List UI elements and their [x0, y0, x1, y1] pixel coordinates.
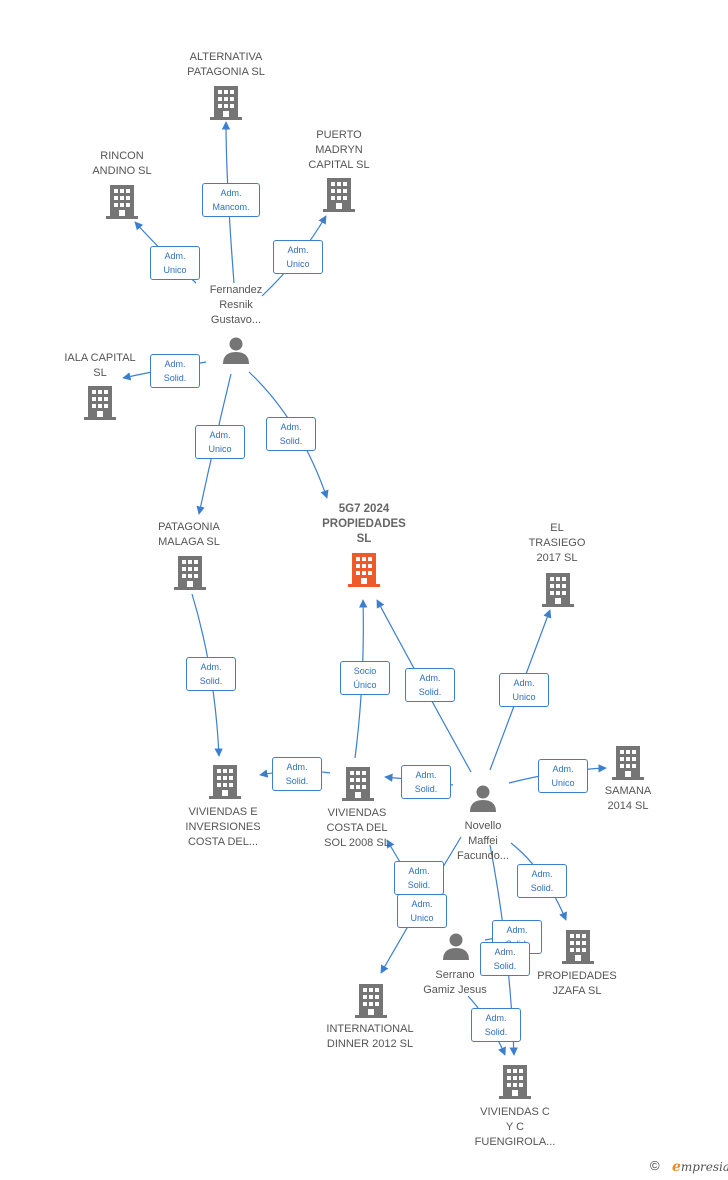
node-label-viv_cyc[interactable]: VIVIENDAS C Y C FUENGIROLA...: [474, 1106, 556, 1148]
person-icon-novello[interactable]: [470, 785, 496, 813]
building-icon-jzafa[interactable]: [562, 930, 594, 964]
node-label-viv_inversiones[interactable]: VIVIENDAS E INVERSIONES COSTA DEL...: [185, 806, 261, 848]
building-icon-alternativa[interactable]: [210, 86, 242, 120]
edge-label-novello-to-trasiego[interactable]: Adm. Unico: [499, 673, 549, 707]
edge-label-serrano-to-viv_costa[interactable]: Adm. Solid.: [394, 861, 444, 895]
brand-logo-initial: e: [672, 1159, 681, 1175]
building-icon-viv_inversiones[interactable]: [209, 765, 241, 799]
person-icon-fernandez[interactable]: [223, 337, 249, 365]
edge-label-novello-to-samana[interactable]: Adm. Unico: [538, 759, 588, 793]
edge-label-fernandez-to-iala[interactable]: Adm. Solid.: [150, 354, 200, 388]
edge-label-patagonia_malaga-to-viv_inversiones[interactable]: Adm. Solid.: [186, 657, 236, 691]
building-icon-patagonia_malaga[interactable]: [174, 556, 206, 590]
building-icon-viv_costa[interactable]: [342, 767, 374, 801]
brand-logo: empresia: [672, 1159, 728, 1175]
edge-label-novello-to-viv_costa[interactable]: Adm. Solid.: [401, 765, 451, 799]
node-label-samana[interactable]: SAMANA 2014 SL: [604, 785, 652, 812]
edge-label-fernandez-to-patagonia_malaga[interactable]: Adm. Unico: [195, 425, 245, 459]
node-label-viv_costa[interactable]: VIVIENDAS COSTA DEL SOL 2008 SL: [324, 807, 390, 849]
edge-label-fernandez-to-main[interactable]: Adm. Solid.: [266, 417, 316, 451]
edge-label-viv_costa-to-viv_inversiones[interactable]: Adm. Solid.: [272, 757, 322, 791]
edge-label-novello-to-main[interactable]: Adm. Solid.: [405, 668, 455, 702]
building-icon-iala[interactable]: [84, 386, 116, 420]
copyright-symbol: ©: [650, 1158, 660, 1173]
edge-label-serrano-to-viv_cyc[interactable]: Adm. Solid.: [471, 1008, 521, 1042]
edge-label-novello-to-jzafa[interactable]: Adm. Solid.: [517, 864, 567, 898]
edge-label-fernandez-to-alternativa[interactable]: Adm. Mancom.: [202, 183, 260, 217]
node-layer: [84, 86, 644, 1099]
node-label-iala[interactable]: IALA CAPITAL SL: [64, 352, 136, 379]
node-label-alternativa[interactable]: ALTERNATIVA PATAGONIA SL: [187, 51, 265, 78]
building-icon-main[interactable]: [348, 553, 380, 587]
node-label-trasiego[interactable]: EL TRASIEGO 2017 SL: [528, 522, 586, 564]
building-icon-international[interactable]: [355, 984, 387, 1018]
node-label-international[interactable]: INTERNATIONAL DINNER 2012 SL: [326, 1023, 414, 1050]
edge-label-novello-to-viv_cyc[interactable]: Adm. Solid.: [480, 942, 530, 976]
edge-label-viv_costa-to-main[interactable]: Socio Único: [340, 661, 390, 695]
brand-logo-text: mpresia: [680, 1160, 728, 1174]
building-icon-puerto[interactable]: [323, 178, 355, 212]
node-label-rincon[interactable]: RINCON ANDINO SL: [92, 150, 152, 177]
node-label-main[interactable]: 5G7 2024 PROPIEDADES SL: [322, 503, 406, 545]
building-icon-viv_cyc[interactable]: [499, 1065, 531, 1099]
node-label-jzafa[interactable]: PROPIEDADES JZAFA SL: [537, 970, 617, 997]
edge-label-novello-to-international[interactable]: Adm. Unico: [397, 894, 447, 928]
edge-label-fernandez-to-rincon[interactable]: Adm. Unico: [150, 246, 200, 280]
edge-label-fernandez-to-puerto[interactable]: Adm. Unico: [273, 240, 323, 274]
node-label-patagonia_malaga[interactable]: PATAGONIA MALAGA SL: [158, 521, 220, 548]
node-label-fernandez[interactable]: Fernandez Resnik Gustavo...: [209, 284, 263, 326]
node-label-puerto[interactable]: PUERTO MADRYN CAPITAL SL: [308, 129, 370, 171]
node-label-novello[interactable]: Novello Maffei Facundo...: [457, 820, 509, 862]
building-icon-rincon[interactable]: [106, 185, 138, 219]
building-icon-samana[interactable]: [612, 746, 644, 780]
building-icon-trasiego[interactable]: [542, 573, 574, 607]
node-label-serrano[interactable]: Serrano Gamiz Jesus: [423, 969, 487, 996]
person-icon-serrano[interactable]: [443, 933, 469, 961]
